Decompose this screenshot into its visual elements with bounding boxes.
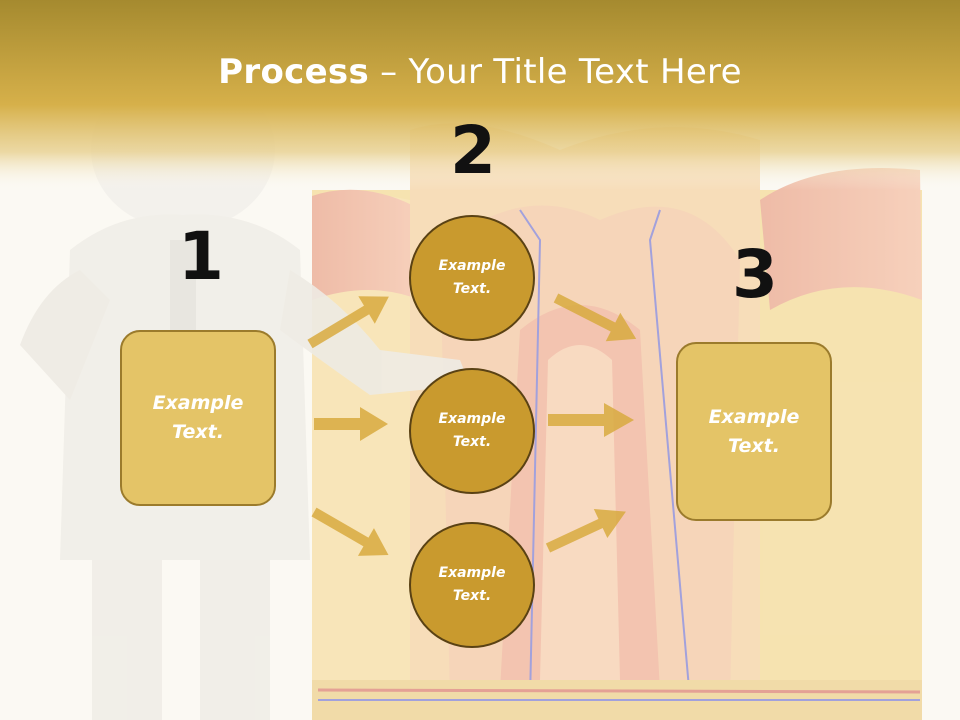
arrow-1-to-2b — [314, 407, 388, 441]
arrow-1-to-2a — [307, 296, 389, 349]
circle-text: Example Text. — [438, 565, 506, 604]
arrow-1-to-2c — [311, 507, 389, 556]
step-2-circle-top: Example Text. — [409, 215, 535, 341]
step-number-1: 1 — [178, 218, 224, 295]
page-title: Process – Your Title Text Here — [0, 52, 960, 92]
title-rest: – Your Title Text Here — [369, 52, 742, 92]
step-3-box: Example Text. — [676, 342, 832, 521]
title-bold: Process — [218, 52, 370, 92]
step-1-box: Example Text. — [120, 330, 276, 506]
step-1-text: Example Text. — [152, 392, 244, 443]
step-number-2: 2 — [450, 112, 496, 189]
arrow-2a-to-3 — [553, 293, 637, 342]
step-number-3: 3 — [732, 236, 778, 313]
step-3-text: Example Text. — [708, 405, 800, 457]
arrow-2c-to-3 — [545, 508, 626, 553]
step-2-circle-middle: Example Text. — [409, 368, 535, 494]
circle-text: Example Text. — [438, 258, 506, 297]
arrow-2b-to-3 — [548, 403, 634, 437]
step-2-circle-bottom: Example Text. — [409, 522, 535, 648]
circle-text: Example Text. — [438, 411, 506, 450]
